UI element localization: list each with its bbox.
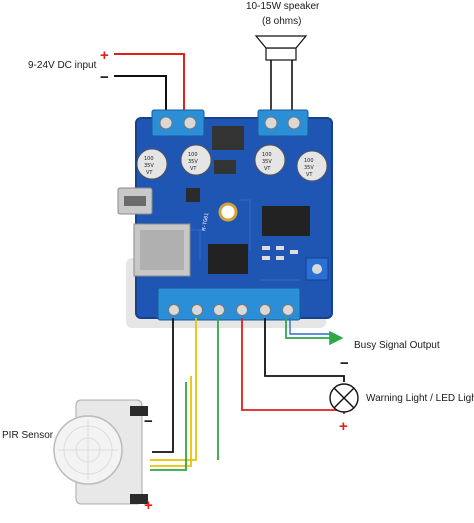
svg-text:VT: VT <box>306 172 313 178</box>
svg-text:VT: VT <box>146 170 153 176</box>
svg-text:VT: VT <box>264 166 271 172</box>
speaker-label-line1: 10-15W speaker <box>246 1 320 12</box>
dc-plus-sign: + <box>100 47 109 64</box>
svg-text:35V: 35V <box>188 159 198 165</box>
dc-minus-sign: − <box>100 69 109 86</box>
power-terminal-block <box>151 109 205 137</box>
svg-text:100: 100 <box>262 152 272 158</box>
pir-sensor-label: PIR Sensor <box>2 430 54 441</box>
capacitor-2: 100 35V VT <box>180 144 212 176</box>
io-terminal-block <box>157 287 301 321</box>
dc-input-label: 9-24V DC input <box>28 60 97 71</box>
light-plus-sign: + <box>339 418 348 435</box>
speaker-label-line2: (8 ohms) <box>262 16 301 27</box>
busy-signal-label: Busy Signal Output <box>354 340 440 351</box>
warning-light-wires <box>241 318 345 414</box>
svg-text:35V: 35V <box>144 163 154 169</box>
capacitor-4: 100 35V VT <box>296 150 328 182</box>
pir-sensor-icon <box>53 399 148 505</box>
svg-text:VT: VT <box>190 166 197 172</box>
speaker-terminal-block <box>257 109 309 137</box>
busy-signal-wires <box>285 318 344 346</box>
speaker-wires <box>270 60 293 114</box>
capacitor-1: 100 35V VT <box>136 148 168 180</box>
pir-minus-sign: − <box>144 413 153 430</box>
speaker-icon <box>254 35 308 61</box>
pir-wires <box>150 318 219 471</box>
svg-text:35V: 35V <box>262 159 272 165</box>
mount-hole <box>218 202 238 222</box>
pir-plus-sign: + <box>144 497 153 514</box>
decoder-chip <box>208 244 248 274</box>
capacitor-3: 100 35V VT <box>254 144 286 176</box>
dc-input-wires <box>114 53 185 114</box>
svg-text:100: 100 <box>304 158 314 164</box>
board-silkscreen: M-TG01 <box>201 212 210 231</box>
regulator-chip <box>212 126 244 150</box>
warning-light-label: Warning Light / LED Light <box>366 393 474 404</box>
amplifier-chip <box>262 206 310 236</box>
svg-text:100: 100 <box>188 152 198 158</box>
lamp-icon <box>329 383 359 413</box>
light-minus-sign: − <box>340 355 349 372</box>
svg-text:35V: 35V <box>304 165 314 171</box>
svg-text:100: 100 <box>144 156 154 162</box>
